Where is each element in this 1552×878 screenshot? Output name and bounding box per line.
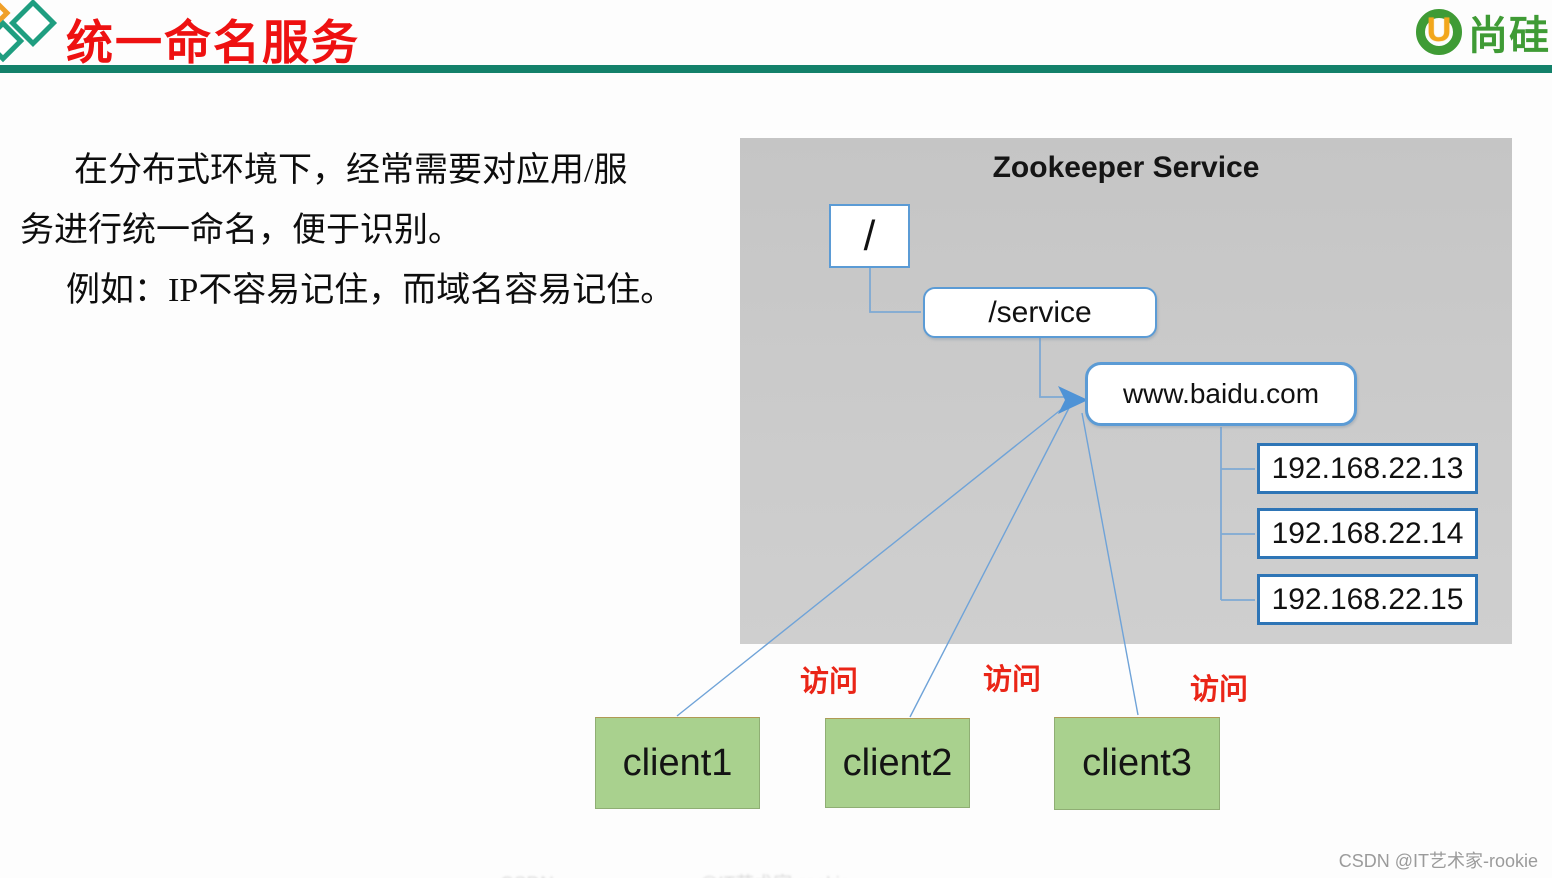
client2-box: client2 (825, 718, 970, 808)
intro-text-line3: 例如：IP不容易记住，而域名容易记住。 (66, 272, 675, 309)
page-title: 统一命名服务 (66, 16, 360, 69)
znode-ip-1: 192.168.22.13 (1257, 443, 1478, 494)
access-label-3: 访问 (1190, 674, 1249, 706)
csdn-watermark: CSDN @IT艺术家-rookie (1338, 851, 1538, 871)
logo-text: 尚硅 (1468, 14, 1550, 58)
znode-root: / (829, 204, 910, 268)
slide-bullet-icon (0, 0, 64, 64)
zookeeper-panel-title: Zookeeper Service (992, 151, 1260, 184)
logo-u-glyph: U (1426, 10, 1452, 49)
client1-box: client1 (595, 717, 760, 809)
client3-box: client3 (1054, 717, 1220, 810)
access-label-1: 访问 (800, 666, 859, 698)
brand-logo: U 尚硅 (1416, 4, 1550, 60)
znode-ip-2: 192.168.22.14 (1257, 508, 1478, 559)
header-divider (0, 65, 1552, 73)
intro-text-line1: 在分布式环境下，经常需要对应用/服 (74, 152, 628, 189)
access-label-2: 访问 (983, 664, 1042, 696)
znode-domain: www.baidu.com (1085, 362, 1357, 426)
intro-text-line2: 务进行统一命名，便于识别。 (20, 212, 462, 249)
znode-ip-3: 192.168.22.15 (1257, 574, 1478, 625)
logo-ring-icon: U (1416, 9, 1462, 55)
znode-service: /service (923, 287, 1157, 338)
csdn-watermark-faint: CSDN @IT艺术家-rookie (500, 869, 1540, 878)
